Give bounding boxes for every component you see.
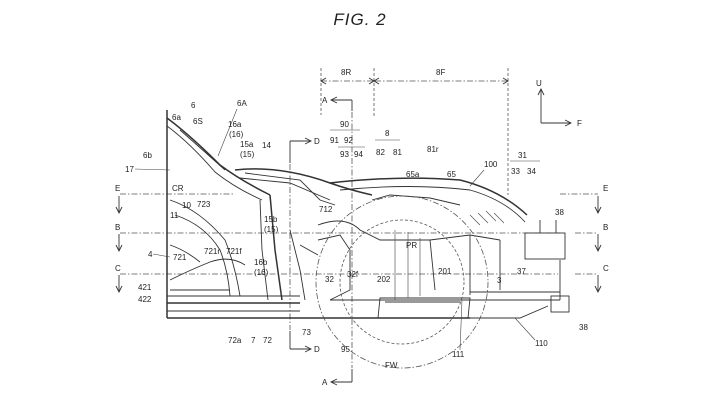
label-4: 4 xyxy=(148,250,153,259)
label-16a: 16a xyxy=(228,120,242,129)
label-721: 721 xyxy=(173,253,187,262)
label-65: 65 xyxy=(447,170,456,179)
label-15b: 15b xyxy=(264,215,278,224)
label-421: 421 xyxy=(138,283,152,292)
label-65a: 65a xyxy=(406,170,420,179)
label-31: 31 xyxy=(518,151,527,160)
rear-region-label: 8R xyxy=(341,68,351,77)
label-94: 94 xyxy=(354,150,363,159)
label-15b-paren: (15) xyxy=(264,225,279,234)
label-17: 17 xyxy=(125,165,134,174)
label-6S: 6S xyxy=(193,117,203,126)
section-c-left-label: C xyxy=(115,264,121,273)
label-11: 11 xyxy=(170,211,179,220)
label-100: 100 xyxy=(484,160,498,169)
label-38-lower: 38 xyxy=(579,323,588,332)
label-6: 6 xyxy=(191,101,196,110)
label-202: 202 xyxy=(377,275,391,284)
section-e-left-label: E xyxy=(115,184,120,193)
label-16b-paren: (16) xyxy=(254,268,269,277)
label-32f: 32f xyxy=(347,270,359,279)
label-721r: 721r xyxy=(204,247,220,256)
label-73: 73 xyxy=(302,328,311,337)
up-direction-label: U xyxy=(536,79,542,88)
region-dimension-marks: 8R 8F xyxy=(320,68,509,195)
label-38-upper: 38 xyxy=(555,208,564,217)
label-33: 33 xyxy=(511,167,520,176)
label-6a: 6a xyxy=(172,113,181,122)
label-PR: PR xyxy=(406,241,417,250)
label-FW: FW xyxy=(385,361,398,370)
section-line-a: A A xyxy=(322,96,353,387)
section-a-top-label: A xyxy=(322,96,328,105)
label-16b: 16b xyxy=(254,258,268,267)
label-15a: 15a xyxy=(240,140,254,149)
section-e-right-label: E xyxy=(603,184,608,193)
label-6A: 6A xyxy=(237,99,247,108)
label-91: 91 xyxy=(330,136,339,145)
front-region-label: 8F xyxy=(436,68,445,77)
label-72: 72 xyxy=(263,336,272,345)
reference-labels: 6a 6 6A 6S 16a (16) 15a (15) 14 6b 17 CR… xyxy=(125,99,588,370)
section-lines-ebc: E E B B C C xyxy=(115,184,609,294)
label-92: 92 xyxy=(344,136,353,145)
section-d-top-label: D xyxy=(314,137,320,146)
label-422: 422 xyxy=(138,295,152,304)
section-line-d: D D xyxy=(289,137,320,354)
section-b-left-label: B xyxy=(115,223,120,232)
label-90: 90 xyxy=(340,120,349,129)
label-6b: 6b xyxy=(143,151,152,160)
label-3: 3 xyxy=(497,276,502,285)
section-a-bottom-label: A xyxy=(322,378,328,387)
label-32: 32 xyxy=(325,275,334,284)
label-34: 34 xyxy=(527,167,536,176)
label-7: 7 xyxy=(251,336,256,345)
label-82: 82 xyxy=(376,148,385,157)
label-8: 8 xyxy=(385,129,390,138)
label-95: 95 xyxy=(341,345,350,354)
label-81r: 81r xyxy=(427,145,439,154)
direction-axes: U F xyxy=(536,79,582,128)
label-81: 81 xyxy=(393,148,402,157)
label-111: 111 xyxy=(452,350,465,359)
label-14: 14 xyxy=(262,141,271,150)
label-712: 712 xyxy=(319,205,333,214)
section-c-right-label: C xyxy=(603,264,609,273)
label-37: 37 xyxy=(517,267,526,276)
label-201: 201 xyxy=(438,267,452,276)
label-721f: 721f xyxy=(226,247,242,256)
label-72a: 72a xyxy=(228,336,242,345)
forward-direction-label: F xyxy=(577,119,582,128)
figure-title: FIG. 2 xyxy=(333,10,387,29)
section-b-right-label: B xyxy=(603,223,608,232)
label-16a-paren: (16) xyxy=(229,130,244,139)
section-d-bottom-label: D xyxy=(314,345,320,354)
label-10: 10 xyxy=(182,201,191,210)
label-93: 93 xyxy=(340,150,349,159)
vehicle-body-structure xyxy=(166,110,570,319)
label-15a-paren: (15) xyxy=(240,150,255,159)
label-110: 110 xyxy=(535,339,548,348)
label-CR: CR xyxy=(172,184,184,193)
front-wheel xyxy=(315,195,489,369)
label-723: 723 xyxy=(197,200,211,209)
